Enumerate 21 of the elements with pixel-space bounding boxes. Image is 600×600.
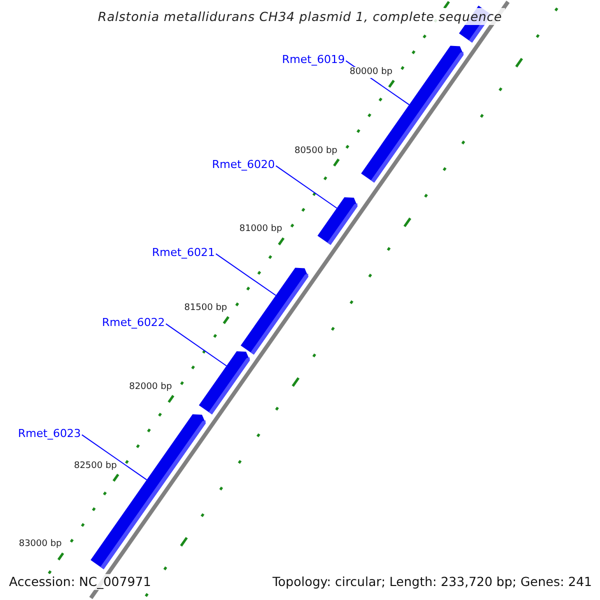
footer-text: Topology: circular; Length: 233,720 bp; Genes: 241 — [272, 574, 592, 590]
gene-label: Rmet_6019 — [282, 53, 345, 66]
gene-feature — [318, 197, 358, 245]
tick-label: 82500 bp — [72, 460, 118, 472]
tick-label: 80000 bp — [348, 66, 394, 78]
leader-line — [275, 165, 338, 209]
leader-line — [81, 434, 148, 480]
tick-label: 81000 bp — [238, 224, 284, 236]
gene-feature — [198, 351, 250, 414]
tick-label: 81500 bp — [183, 303, 228, 314]
tick-label: 83000 bp — [18, 539, 63, 550]
gene-feature — [240, 268, 308, 355]
footer-text: Accession: NC_007971 — [9, 574, 152, 590]
leader-line — [215, 253, 276, 296]
gene-label: Rmet_6022 — [102, 316, 165, 329]
leader-line — [165, 323, 227, 366]
gene-label: Rmet_6021 — [152, 246, 215, 259]
gene-label: Rmet_6023 — [18, 427, 81, 440]
gene-label: Rmet_6020 — [212, 158, 275, 171]
tick-label: 80500 bp — [293, 146, 338, 157]
tick-label: 82000 bp — [128, 382, 174, 393]
